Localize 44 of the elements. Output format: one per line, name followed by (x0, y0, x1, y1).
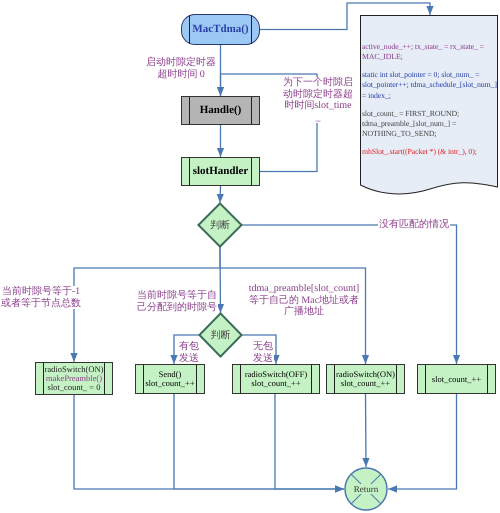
decision-diamond (198, 203, 242, 247)
arrow (388, 394, 458, 493)
edge-label: 当前时隙号等于-1或者等于节点总数 (0, 286, 82, 309)
arrow (274, 394, 344, 493)
edge-label: 有包发送 (178, 341, 200, 364)
return-label: Return (352, 484, 380, 494)
decision-label: 判断 (210, 328, 230, 342)
process-box (35, 362, 113, 395)
process-box (417, 364, 496, 394)
node-label: Handle() (200, 104, 242, 116)
arrow (216, 186, 224, 204)
node-label: Send() (158, 370, 182, 379)
node-label: slot_count_ = 0 (48, 382, 100, 392)
node-label: makePreamble() (46, 374, 102, 383)
code-document (360, 15, 498, 197)
decision-diamond (199, 313, 242, 357)
arrow (242, 334, 280, 364)
node-label: slot_count_++ (432, 374, 482, 384)
node-label: radioSwitch(OFF) (244, 370, 308, 379)
node-label: radioSwitch(ON) (44, 365, 104, 374)
process-box (232, 364, 320, 394)
node-label: slot_count_++ (145, 379, 195, 388)
process-box (326, 364, 405, 394)
edge-label: 没有匹配的情况 (378, 219, 450, 230)
node-label: slot_count_++ (340, 379, 390, 388)
node-label: radioSwitch(ON) (336, 370, 395, 379)
edge-label: 启动时隙定时器超时时间 0 (145, 57, 217, 80)
arrow (219, 247, 370, 364)
process-box (181, 96, 260, 125)
terminator-box (181, 14, 260, 45)
edge-label: 当前时隙号等于自己分配到的时隙号 (136, 290, 218, 313)
decision-label: 判断 (210, 218, 230, 232)
edge-label: 无包发送 (252, 341, 274, 364)
arrow (362, 394, 370, 467)
arrow (260, 2, 434, 30)
arrow (216, 125, 224, 157)
node-label: MacTdma() (192, 24, 249, 36)
process-box (135, 364, 205, 394)
edge-label: 为下一个时隙启动时隙定时器超时时间slot_time_ (282, 77, 354, 123)
node-label: slotHandler (192, 166, 248, 178)
process-box (181, 157, 260, 186)
return-circle (344, 467, 388, 511)
arrow (170, 334, 199, 364)
node-label: slot_count_++ (251, 379, 301, 388)
